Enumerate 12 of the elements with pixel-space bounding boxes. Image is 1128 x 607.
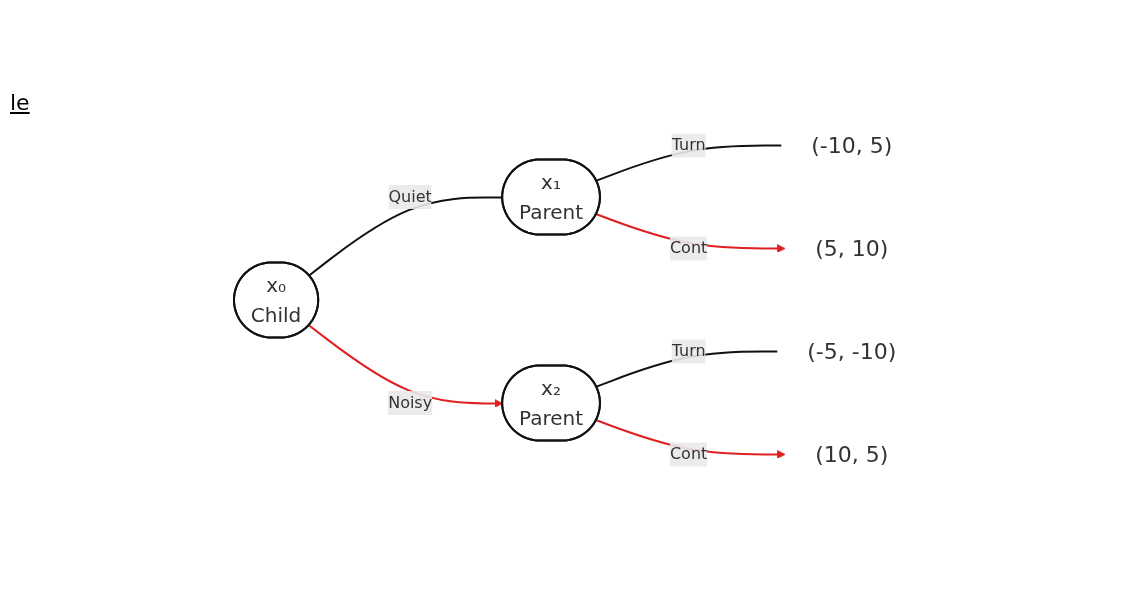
edge-label: Quiet bbox=[388, 187, 432, 206]
note-text: le bbox=[10, 90, 30, 115]
node-text: (10, 5) bbox=[815, 441, 889, 467]
edge-label: Noisy bbox=[388, 392, 433, 412]
arrow bbox=[307, 324, 503, 408]
node-text: (-10, 5) bbox=[811, 133, 893, 158]
edge-label: Turn bbox=[671, 341, 706, 361]
edge-label: Turn bbox=[671, 135, 706, 155]
node-text: (5, 10) bbox=[815, 235, 889, 261]
node-text: (-5, -10) bbox=[807, 338, 897, 364]
edge-label: Cont bbox=[669, 444, 708, 464]
edge-label: Cont bbox=[669, 238, 708, 258]
